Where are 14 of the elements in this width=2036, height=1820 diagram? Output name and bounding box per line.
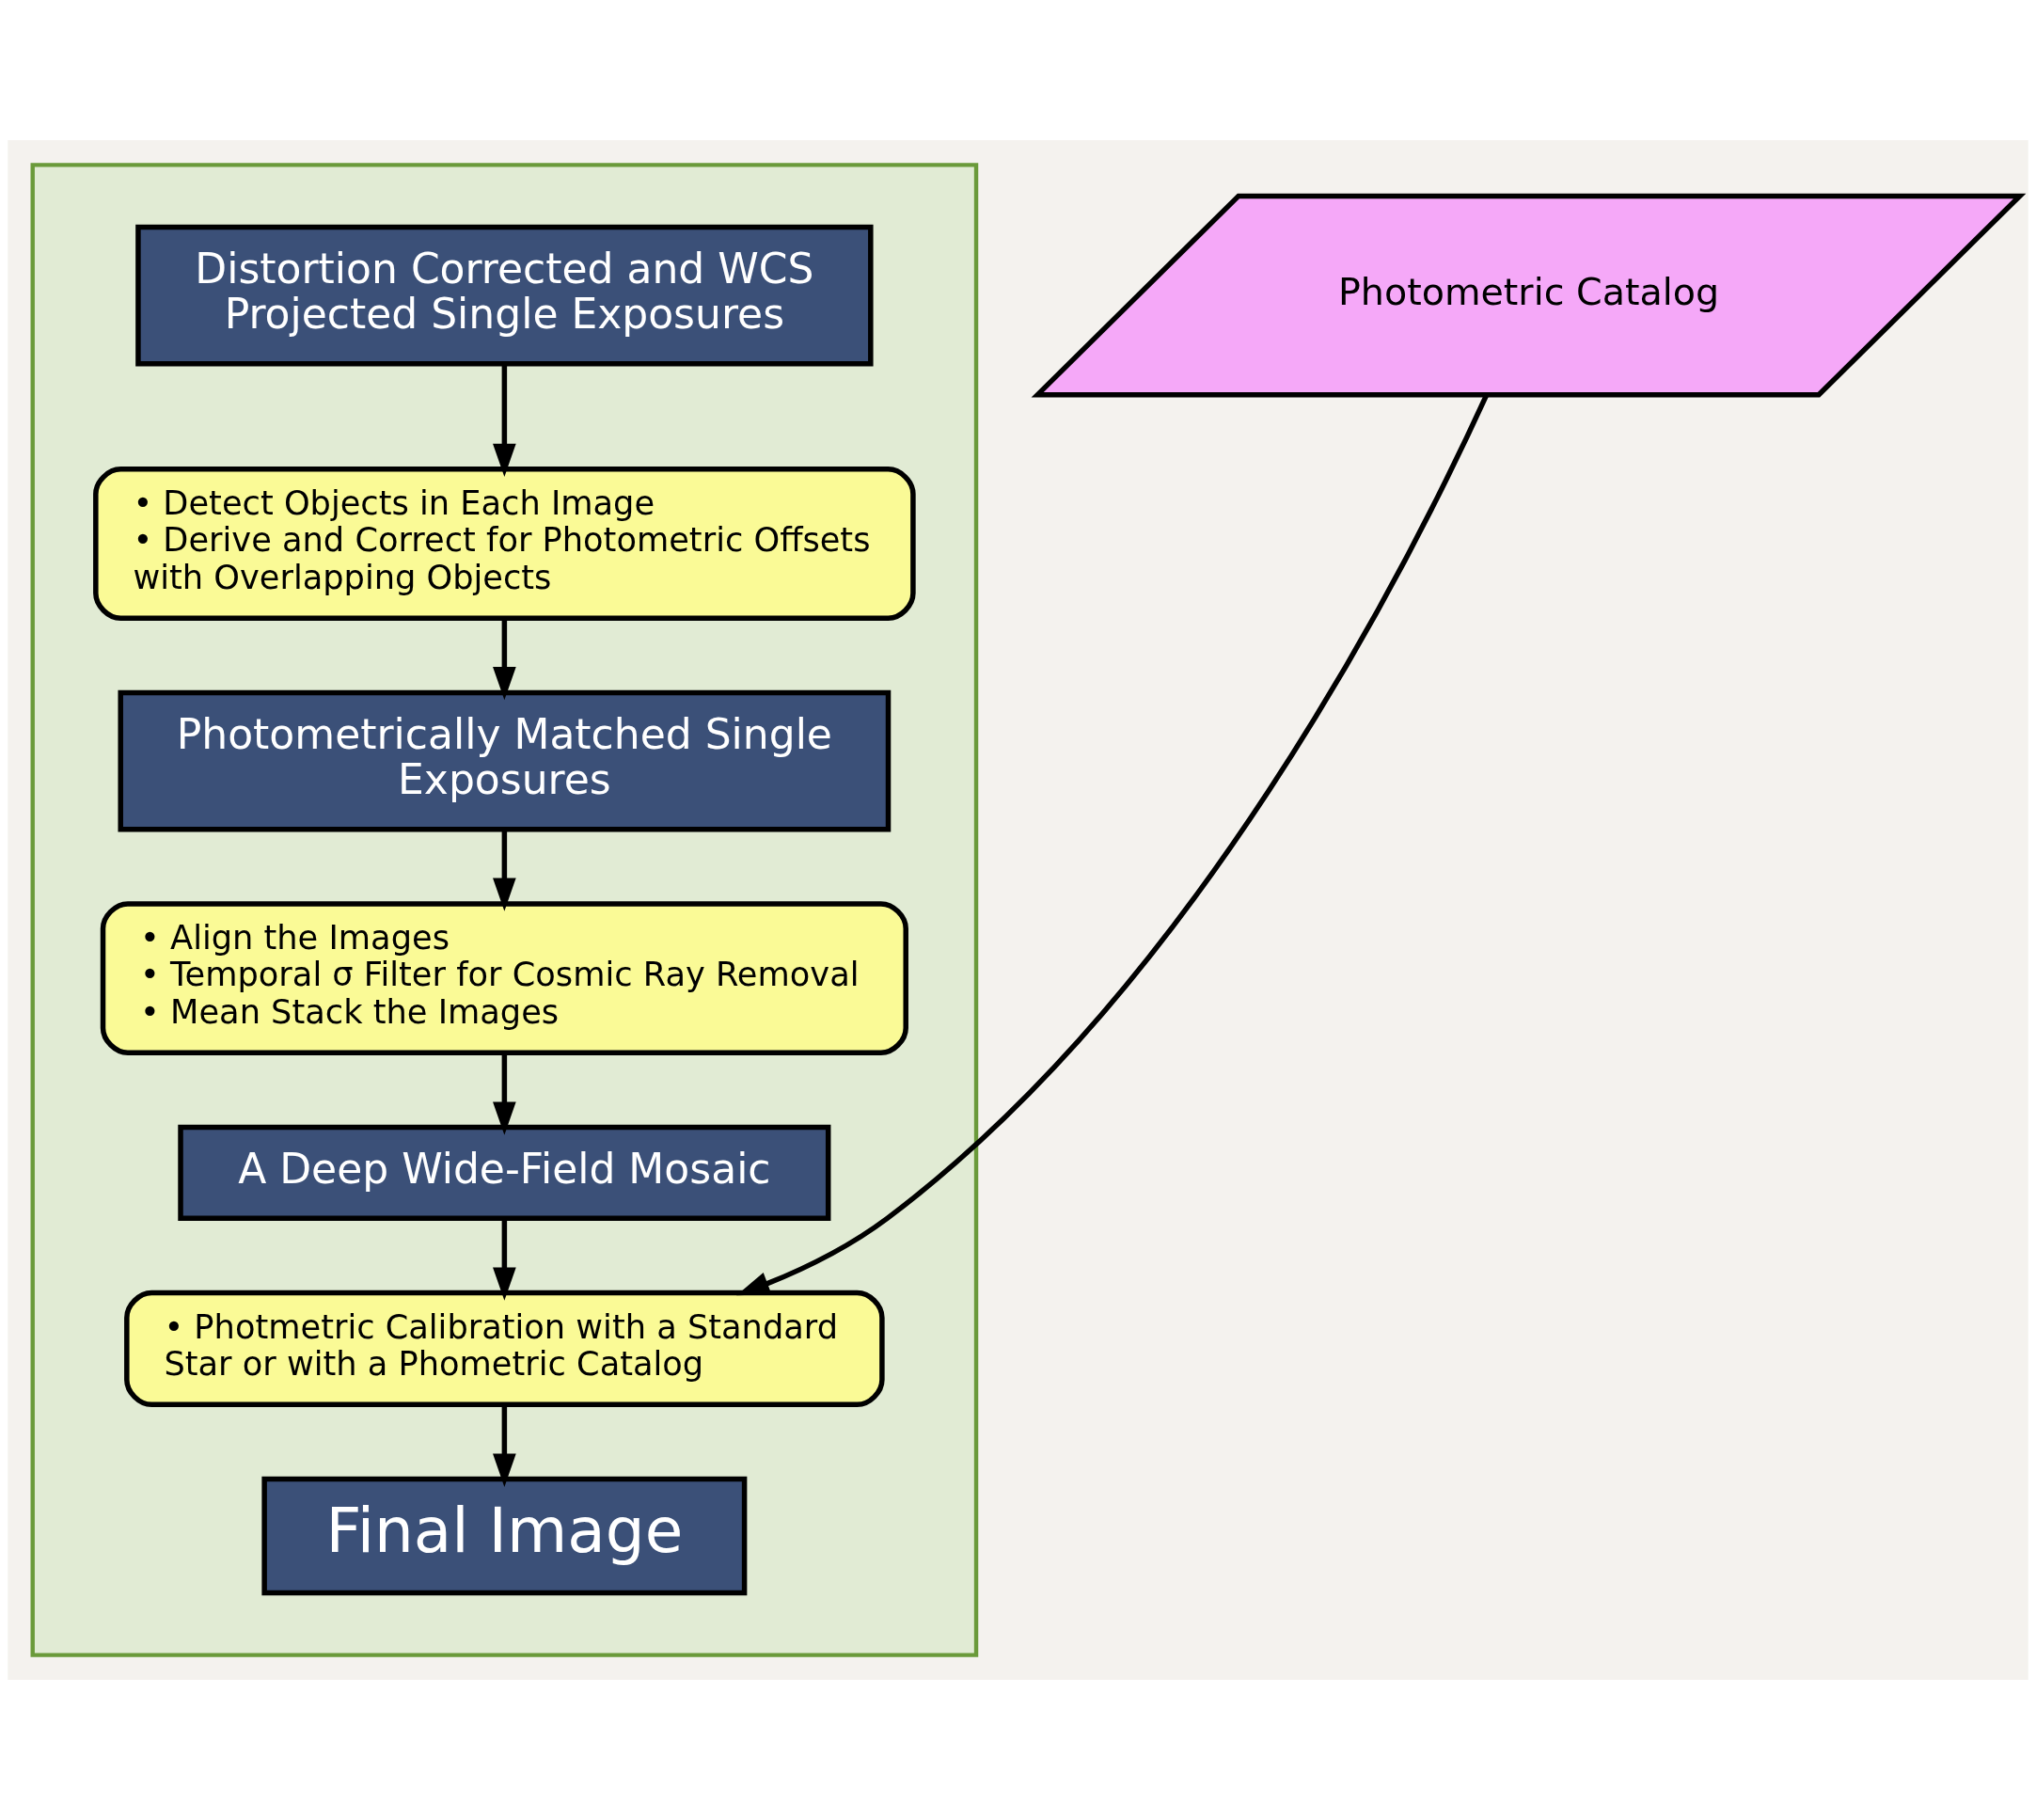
arrow (493, 1219, 516, 1301)
node-box: Distortion Corrected and WCS Projected Single Exposures (135, 224, 874, 367)
node-box: Final Image (261, 1476, 748, 1596)
arrow (493, 618, 516, 701)
arrow (493, 829, 516, 911)
arrow (493, 1404, 516, 1487)
node-box: Photometrically Matched Single Exposures (118, 689, 892, 832)
arrow (493, 1052, 516, 1135)
node-box: A Deep Wide-Field Mosaic (178, 1124, 831, 1222)
node-box: • Photmetric Calibration with a Standard Star or with a Phometric Catalog (124, 1290, 885, 1408)
node-box: • Align the Images • Temporal σ Filter for Cosmic Ray Removal • Mean Stack the Images (100, 901, 908, 1056)
arrow (493, 364, 516, 477)
cluster (30, 163, 979, 1657)
node-box: • Detect Objects in Each Image • Derive and Correct for Photometric Offsets with Overlapping Objects (93, 467, 916, 621)
